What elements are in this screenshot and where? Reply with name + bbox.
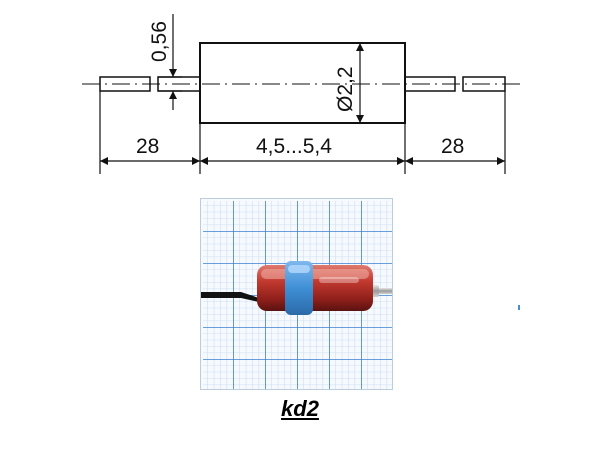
cathode-band (285, 261, 313, 315)
stray-mark (518, 305, 520, 310)
body-length-label: 4,5...5,4 (256, 135, 332, 158)
right-lead-wire (377, 288, 392, 294)
diode-photo (200, 198, 393, 390)
photo-caption: kd2 (281, 396, 319, 421)
lead-diameter-label: 0,56 (148, 21, 171, 62)
lead-diameter-dimension (158, 14, 182, 110)
diode-body-outline (199, 42, 406, 124)
body-diameter-label: Ø2,2 (334, 66, 357, 112)
right-lead-length-label: 28 (441, 135, 464, 158)
diode-body (257, 265, 373, 311)
left-lead-wire (201, 292, 259, 302)
left-lead-length-label: 28 (136, 135, 159, 158)
